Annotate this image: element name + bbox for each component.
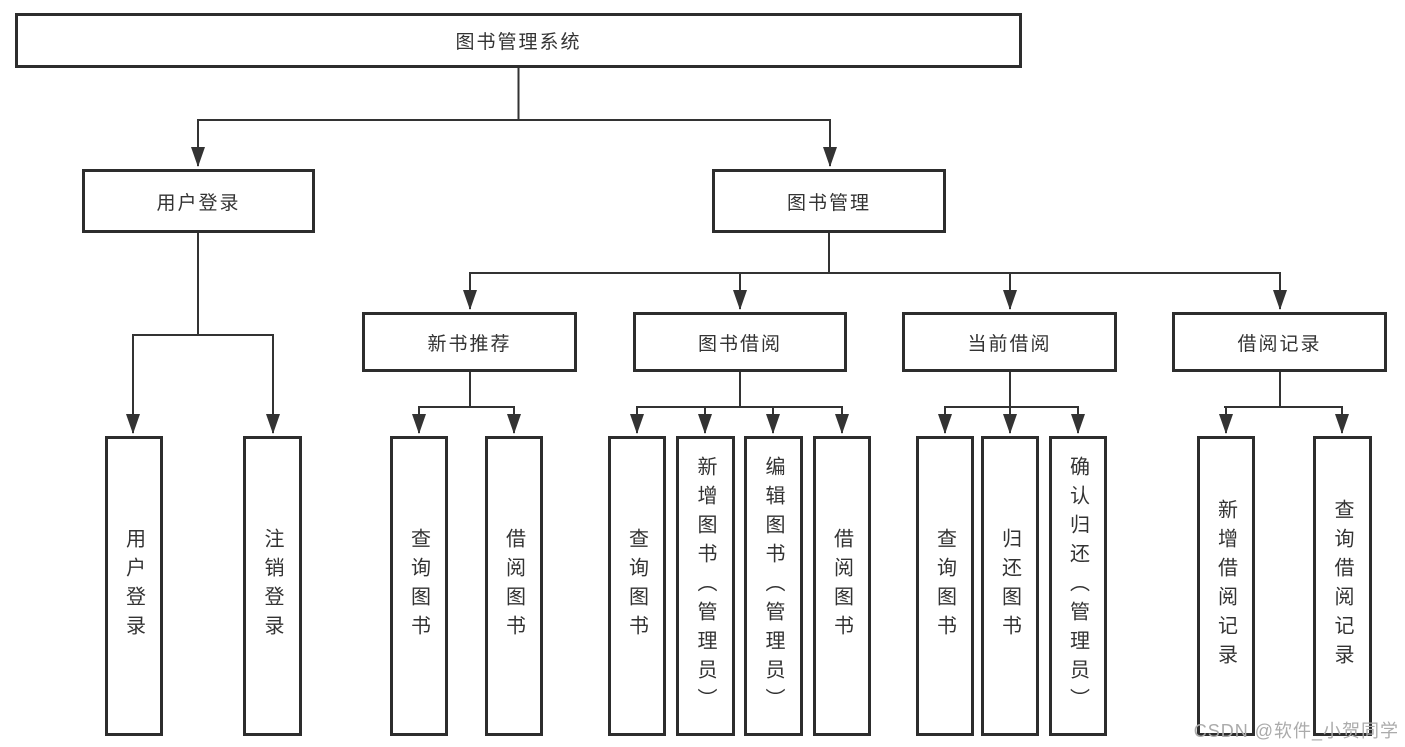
node-new-book-recommend-label: 新书推荐 xyxy=(427,333,512,355)
leaf-borrow-books-1-label: 借阅图书 xyxy=(502,528,525,644)
leaf-user-login: 用户登录 xyxy=(105,436,163,736)
leaf-edit-book-admin: 编辑图书（管理员） xyxy=(744,436,803,736)
connector-book-management-trunk xyxy=(469,232,1281,274)
node-user-login: 用户登录 xyxy=(82,169,315,233)
leaf-query-books-1: 查询图书 xyxy=(390,436,448,736)
leaf-add-book-admin: 新增图书（管理员） xyxy=(676,436,735,736)
leaf-query-books-2: 查询图书 xyxy=(608,436,666,736)
leaf-query-books-3-label: 查询图书 xyxy=(933,528,956,644)
leaf-borrow-books-2: 借阅图书 xyxy=(813,436,871,736)
node-book-borrow-label: 图书借阅 xyxy=(697,333,782,355)
leaf-logout-label: 注销登录 xyxy=(261,528,283,644)
leaf-edit-book-admin-label: 编辑图书（管理员） xyxy=(762,455,784,717)
leaf-confirm-return-admin: 确认归还（管理员） xyxy=(1049,436,1107,736)
leaf-user-login-label: 用户登录 xyxy=(122,528,145,644)
node-library-management-system-label: 图书管理系统 xyxy=(455,32,582,53)
node-book-borrow: 图书借阅 xyxy=(633,312,847,372)
node-library-management-system: 图书管理系统 xyxy=(15,13,1022,68)
leaf-logout: 注销登录 xyxy=(243,436,302,736)
leaf-query-books-2-label: 查询图书 xyxy=(625,528,648,644)
connector-current-borrow-trunk xyxy=(944,371,1079,408)
leaf-query-books-1-label: 查询图书 xyxy=(407,528,430,644)
node-book-management: 图书管理 xyxy=(712,169,946,233)
leaf-query-borrow-record: 查询借阅记录 xyxy=(1313,436,1372,736)
leaf-query-books-3: 查询图书 xyxy=(916,436,974,736)
watermark: CSDN @软件_小贺同学 xyxy=(1193,721,1399,741)
node-borrow-records: 借阅记录 xyxy=(1172,312,1387,372)
leaf-borrow-books-1: 借阅图书 xyxy=(485,436,543,736)
leaf-query-borrow-record-label: 查询借阅记录 xyxy=(1331,499,1353,673)
connector-book-borrow-trunk xyxy=(636,371,843,408)
leaf-add-borrow-record-label: 新增借阅记录 xyxy=(1214,499,1237,673)
node-current-borrow: 当前借阅 xyxy=(902,312,1117,372)
node-current-borrow-label: 当前借阅 xyxy=(967,333,1052,355)
node-new-book-recommend: 新书推荐 xyxy=(362,312,577,372)
leaf-confirm-return-admin-label: 确认归还（管理员） xyxy=(1066,455,1089,717)
leaf-add-book-admin-label: 新增图书（管理员） xyxy=(694,455,716,717)
connector-new-book-recommend-trunk xyxy=(418,371,515,408)
leaf-return-book: 归还图书 xyxy=(981,436,1039,736)
connector-root-trunk xyxy=(197,67,831,121)
connector-borrow-records-trunk xyxy=(1224,371,1343,408)
node-user-login-label: 用户登录 xyxy=(156,192,241,214)
leaf-borrow-books-2-label: 借阅图书 xyxy=(830,528,853,644)
leaf-add-borrow-record: 新增借阅记录 xyxy=(1197,436,1255,736)
node-book-management-label: 图书管理 xyxy=(786,192,871,214)
leaf-return-book-label: 归还图书 xyxy=(998,528,1021,644)
connector-user-login-trunk xyxy=(132,232,274,336)
node-borrow-records-label: 借阅记录 xyxy=(1237,333,1322,355)
